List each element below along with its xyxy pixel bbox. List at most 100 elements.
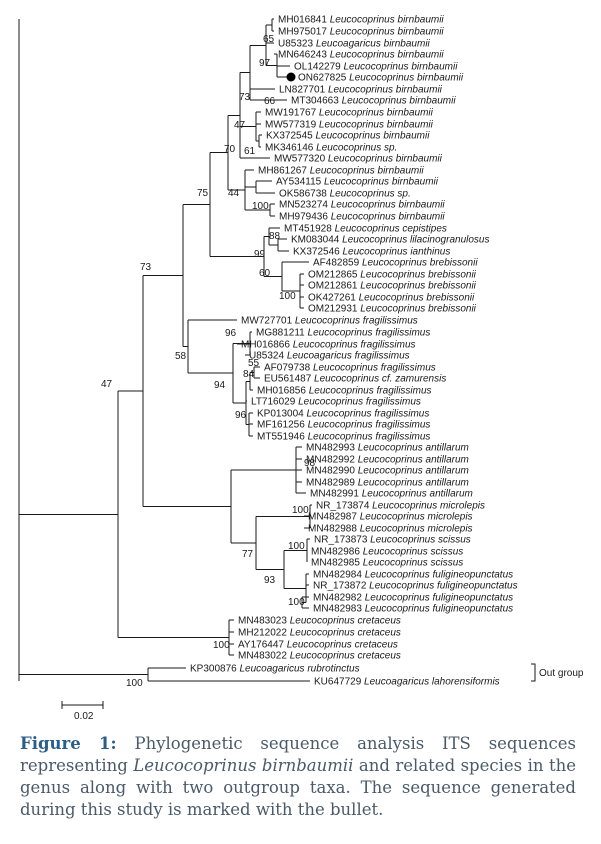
leaf-label: LT716029 Leucocoprinus fragilissimus bbox=[251, 397, 421, 408]
leaf-label: MN482983 Leucocoprinus fuligineopunctatu… bbox=[313, 604, 513, 615]
bootstrap-value: 94 bbox=[214, 380, 226, 391]
leaf-label: OM212931 Leucocoprinus brebissonii bbox=[308, 304, 477, 315]
bootstrap-value: 73 bbox=[239, 92, 251, 103]
leaf-label: MN482991 Leucocoprinus antillarum bbox=[310, 489, 473, 500]
leaf-label: LN827701 Leucocoprinus birnbaumii bbox=[279, 85, 443, 96]
bootstrap-value: 47 bbox=[234, 120, 246, 131]
leaf-label: OM212861 Leucocoprinus brebissonii bbox=[308, 281, 477, 292]
caption-text-before: Phylogenetic sequence analysis ITS seque… bbox=[20, 734, 576, 775]
bootstrap-value: 77 bbox=[242, 549, 254, 560]
bootstrap-value: 100 bbox=[252, 201, 269, 212]
leaf-label: MH212022 Leucocoprinus cretaceus bbox=[238, 628, 401, 639]
leaf-label: MN482985 Leucocoprinus scissus bbox=[311, 558, 463, 569]
leaf-label: MH016866 Leucocoprinus fragilissimus bbox=[241, 340, 416, 351]
leaf-label: MT451928 Leucocoprinus cepistipes bbox=[284, 224, 447, 235]
leaf-labels: MH016841 Leucocoprinus birnbaumiiMH97501… bbox=[190, 15, 518, 688]
leaf-label: OM212865 Leucocoprinus brebissonii bbox=[308, 270, 477, 281]
leaf-label: MN482987 Leucocoprinus microlepis bbox=[308, 512, 473, 523]
bootstrap-value: 96 bbox=[225, 328, 237, 339]
leaf-label: NR_173873 Leucocoprinus scissus bbox=[314, 535, 471, 546]
bootstrap-value: 100 bbox=[279, 291, 296, 302]
leaf-label: MH016841 Leucocoprinus birnbaumii bbox=[278, 15, 444, 26]
bootstrap-value: 47 bbox=[101, 379, 113, 390]
leaf-label: EU561487 Leucocoprinus cf. zamurensis bbox=[264, 374, 446, 385]
leaf-label: MN482990 Leucocoprinus antillarum bbox=[306, 466, 469, 477]
leaf-label: MT304663 Leucocoprinus birnbaumii bbox=[291, 96, 456, 107]
leaf-label: MN646243 Leucocoprinus birnbaumii bbox=[278, 50, 444, 61]
outgroup-label: Out group bbox=[539, 668, 584, 679]
leaf-label: AF482859 Leucocoprinus brebissonii bbox=[313, 258, 478, 269]
bootstrap-value: 96 bbox=[235, 410, 247, 421]
leaf-label: KX372545 Leucocoprinus birnbaumii bbox=[266, 131, 430, 142]
bootstrap-value: 93 bbox=[264, 575, 276, 586]
bootstrap-value: 98 bbox=[304, 458, 316, 469]
bootstrap-value: 60 bbox=[259, 268, 271, 279]
caption-text-after: and related species in the genus along w… bbox=[20, 756, 576, 819]
leaf-label: U85324 Leucoagaricus fragilissimus bbox=[249, 351, 410, 362]
leaf-label: ON627825 Leucocoprinus birnbaumii bbox=[298, 73, 464, 84]
bootstrap-value: 65 bbox=[263, 34, 275, 45]
leaf-label: MG881211 Leucocoprinus fragilissimus bbox=[256, 328, 430, 339]
scale-bar-label: 0.02 bbox=[74, 711, 94, 722]
bootstrap-value: 61 bbox=[244, 146, 256, 157]
scale-bar bbox=[61, 701, 104, 709]
leaf-label: MN523274 Leucocoprinus birnbaumii bbox=[279, 200, 445, 211]
bootstrap-value: 44 bbox=[228, 188, 240, 199]
caption-species: Leucocoprinus birnbaumii bbox=[133, 756, 354, 775]
bootstrap-value: 70 bbox=[224, 144, 236, 155]
bootstrap-value: 100 bbox=[126, 678, 143, 689]
bootstrap-value: 100 bbox=[288, 597, 305, 608]
leaf-label: MK346146 Leucocoprinus sp. bbox=[265, 143, 397, 154]
leaf-label: OL142279 Leucocoprinus birnbaumii bbox=[294, 62, 458, 73]
leaf-label: MW727701 Leucocoprinus fragilissimus bbox=[241, 316, 418, 327]
leaf-label: MH979436 Leucocoprinus birnbaumii bbox=[279, 212, 445, 223]
leaf-label: MN483023 Leucocoprinus cretaceus bbox=[238, 616, 401, 627]
leaf-label: MN482992 Leucocoprinus antillarum bbox=[306, 455, 469, 466]
bootstrap-value: 55 bbox=[248, 358, 260, 369]
bootstrap-value: 73 bbox=[140, 262, 152, 273]
bootstrap-value: 75 bbox=[197, 188, 209, 199]
marked-sequence-bullet bbox=[286, 72, 296, 82]
leaf-label: MN482993 Leucocoprinus antillarum bbox=[306, 443, 469, 454]
leaf-label: MH861267 Leucocoprinus birnbaumii bbox=[258, 166, 424, 177]
leaf-label: NR_173872 Leucocoprinus fuligineopunctat… bbox=[313, 581, 518, 592]
leaf-label: KM083044 Leucocoprinus lilacinogranulosu… bbox=[291, 235, 489, 246]
leaf-label: MN483022 Leucocoprinus cretaceus bbox=[238, 651, 401, 662]
leaf-label: KP013004 Leucocoprinus fragilissimus bbox=[257, 409, 429, 420]
bootstrap-value: 58 bbox=[175, 351, 187, 362]
bootstrap-value: 99 bbox=[254, 249, 266, 260]
leaf-label: MH016856 Leucocoprinus fragilissimus bbox=[257, 386, 432, 397]
leaf-label: MT551946 Leucocoprinus fragilissimus bbox=[257, 432, 430, 443]
leaf-label: OK427261 Leucocoprinus brebissonii bbox=[308, 293, 475, 304]
bootstrap-value: 84 bbox=[243, 369, 255, 380]
leaf-label: KU647729 Leucoagaricus lahorensiformis bbox=[314, 677, 500, 688]
leaf-label: MN482982 Leucocoprinus fuligineopunctatu… bbox=[313, 593, 513, 604]
bootstrap-value: 100 bbox=[288, 541, 305, 552]
leaf-label: AY534115 Leucocoprinus birnbaumii bbox=[276, 177, 439, 188]
leaf-label: AY176447 Leucocoprinus cretaceus bbox=[238, 640, 398, 651]
leaf-label: MN482989 Leucocoprinus antillarum bbox=[306, 478, 469, 489]
bootstrap-value: 97 bbox=[259, 58, 271, 69]
figure-caption: Figure 1: Phylogenetic sequence analysis… bbox=[20, 733, 576, 821]
bootstrap-value: 100 bbox=[213, 640, 230, 651]
leaf-label: MN482984 Leucocoprinus fuligineopunctatu… bbox=[313, 570, 513, 581]
leaf-label: MW577319 Leucocoprinus birnbaumii bbox=[265, 120, 434, 131]
leaf-label: KP300876 Leucoagaricus rubrotinctus bbox=[190, 664, 360, 675]
tree-branches bbox=[18, 18, 312, 682]
leaf-label: KX372546 Leucocoprinus ianthinus bbox=[293, 247, 450, 258]
leaf-label: OK586738 Leucocoprinus sp. bbox=[279, 189, 411, 200]
bootstrap-value: 88 bbox=[269, 231, 281, 242]
leaf-label: MN482988 Leucocoprinus microlepis bbox=[308, 524, 473, 535]
leaf-label: MW577320 Leucocoprinus birnbaumii bbox=[274, 154, 443, 165]
leaf-label: U85323 Leucoagaricus birnbaumii bbox=[278, 39, 431, 50]
leaf-label: MH975017 Leucocoprinus birnbaumii bbox=[278, 27, 444, 38]
bootstrap-value: 66 bbox=[264, 96, 276, 107]
leaf-label: MW191767 Leucocoprinus birnbaumii bbox=[265, 108, 434, 119]
leaf-label: NR_173874 Leucocoprinus microlepis bbox=[316, 501, 485, 512]
leaf-label: MN482986 Leucocoprinus scissus bbox=[311, 547, 463, 558]
bootstrap-value: 100 bbox=[292, 505, 309, 516]
leaf-label: MF161256 Leucocoprinus fragilissimus bbox=[257, 420, 430, 431]
leaf-label: AF079738 Leucocoprinus fragilissimus bbox=[264, 363, 436, 374]
